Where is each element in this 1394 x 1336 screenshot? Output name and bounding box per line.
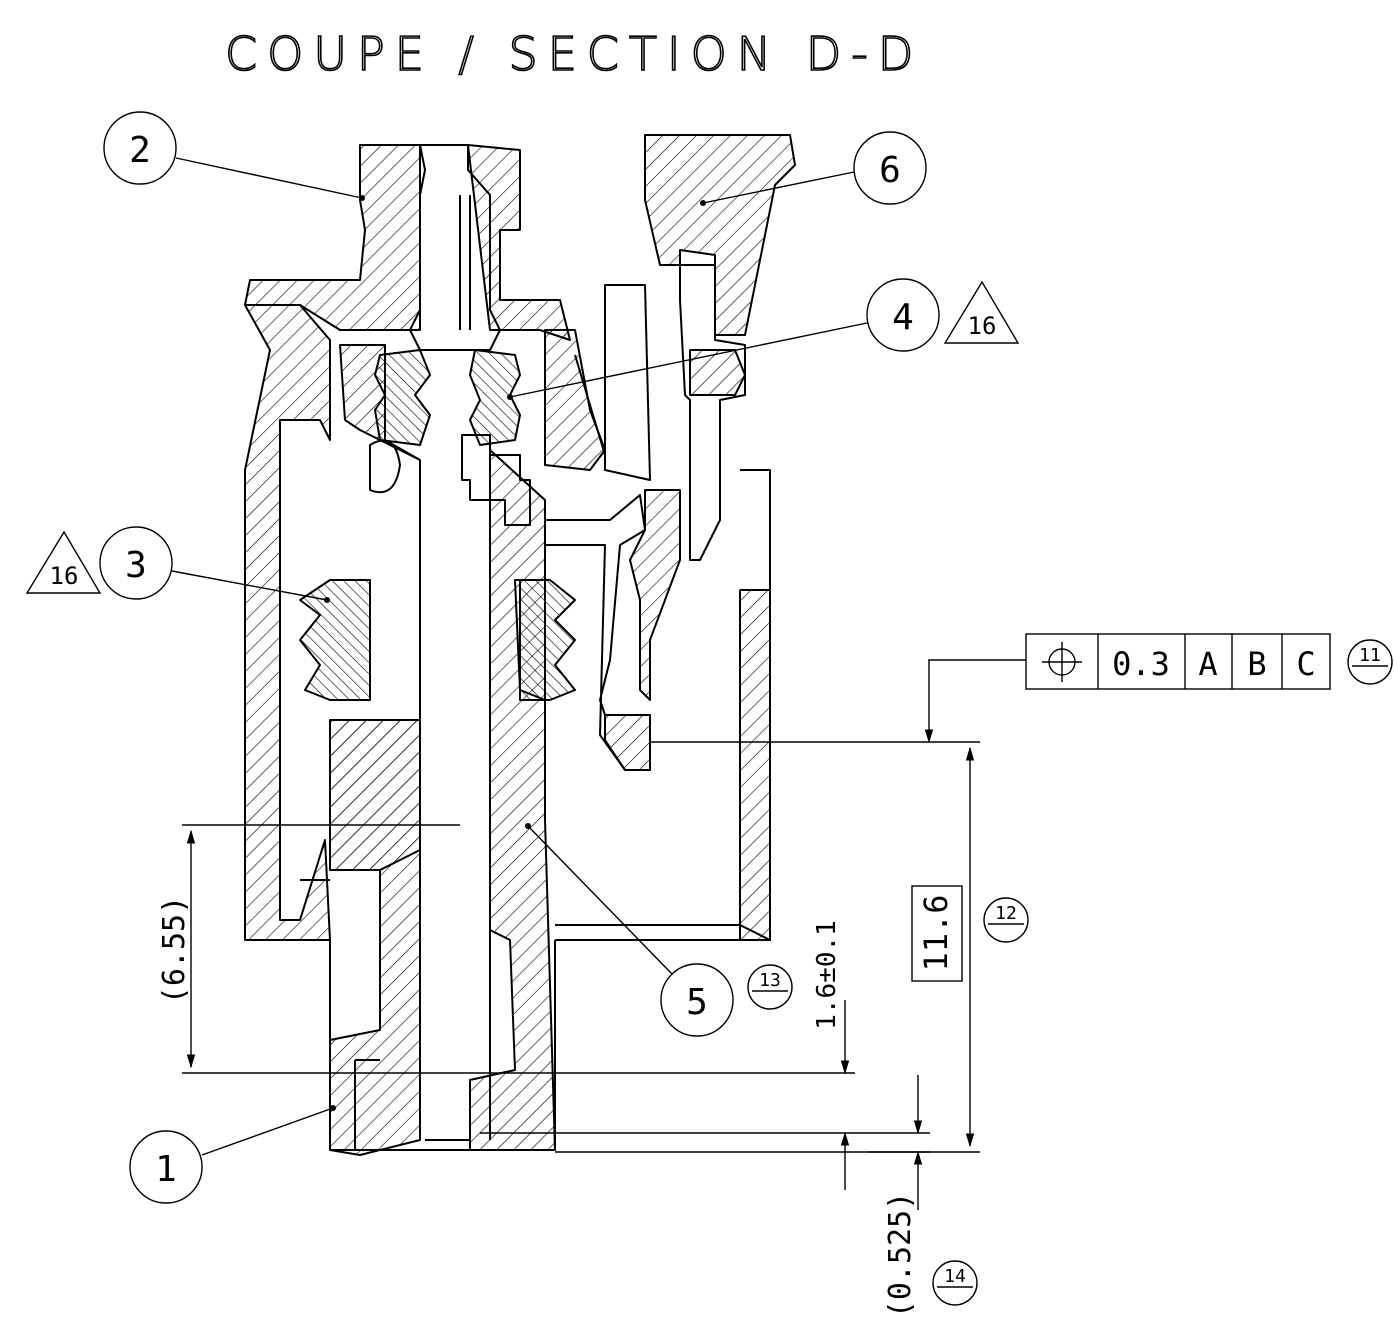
part-2-housing — [244, 144, 771, 941]
svg-text:5: 5 — [686, 982, 708, 1023]
svg-text:11: 11 — [1359, 645, 1381, 666]
svg-text:A: A — [1198, 645, 1217, 683]
svg-text:B: B — [1247, 645, 1266, 683]
part-5-clip — [369, 434, 531, 526]
flag-16-top: 16 — [943, 280, 1020, 344]
svg-text:C: C — [1296, 645, 1315, 683]
svg-text:4: 4 — [892, 297, 914, 338]
balloon-2: 2 — [103, 111, 365, 201]
dimension-0-525: (0.525) — [868, 1075, 930, 1318]
section-outlines — [300, 354, 606, 1151]
note-11: 11 — [1347, 639, 1393, 685]
balloon-4: 4 — [507, 278, 940, 400]
note-13: 13 — [747, 964, 793, 1010]
svg-text:1.6±0.1: 1.6±0.1 — [812, 920, 842, 1030]
flag-16-left: 16 — [25, 530, 102, 594]
part-3-seal — [299, 579, 576, 701]
note-14: 14 — [932, 1260, 978, 1306]
feature-control-frame: 0.3 A B C — [924, 633, 1331, 744]
dimension-1-6: 1.6±0.1 — [460, 920, 930, 1190]
svg-text:16: 16 — [50, 562, 79, 590]
part-6-latch — [544, 134, 796, 771]
balloon-6: 6 — [700, 131, 927, 206]
svg-text:16: 16 — [968, 312, 997, 340]
part-1-contact — [329, 344, 556, 1156]
part-2-bore — [409, 144, 501, 351]
note-12: 12 — [983, 897, 1029, 943]
svg-text:0.3: 0.3 — [1112, 645, 1170, 683]
svg-text:2: 2 — [129, 130, 151, 171]
svg-text:6: 6 — [879, 150, 901, 191]
part-4-seal — [374, 349, 521, 446]
svg-text:14: 14 — [944, 1266, 966, 1287]
svg-text:3: 3 — [125, 545, 147, 586]
svg-text:(6.55): (6.55) — [157, 896, 192, 1004]
balloon-5: 5 — [525, 823, 734, 1037]
balloon-1: 1 — [129, 1105, 336, 1204]
svg-text:12: 12 — [995, 903, 1017, 924]
svg-text:11.6: 11.6 — [917, 894, 955, 971]
balloon-3: 3 — [99, 526, 330, 603]
svg-text:13: 13 — [759, 970, 781, 991]
svg-text:1: 1 — [155, 1149, 177, 1190]
svg-text:(0.525): (0.525) — [883, 1192, 918, 1318]
section-title: COUPE / SECTION D-D — [225, 27, 923, 81]
dimension-6-55: (6.55) — [157, 824, 460, 1074]
